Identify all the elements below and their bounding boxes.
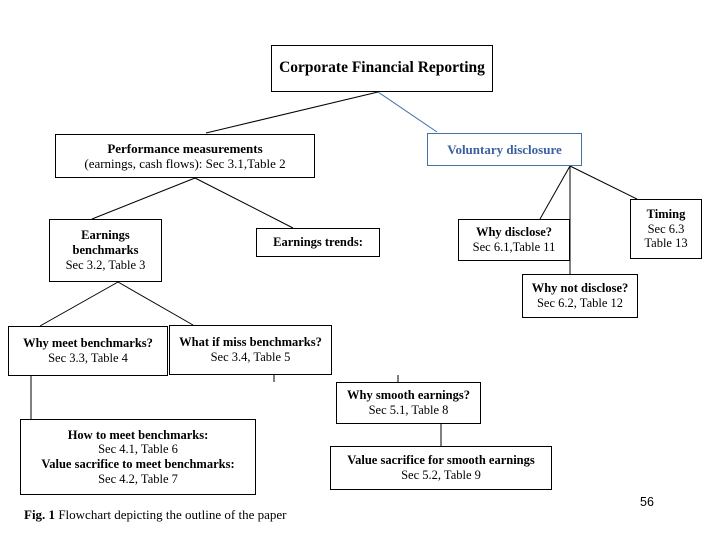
node-what-if-miss-line1: What if miss benchmarks? <box>179 335 322 350</box>
node-performance-measurements[interactable]: Performance measurements (earnings, cash… <box>55 134 315 178</box>
node-performance-line2: (earnings, cash flows): Sec 3.1,Table 2 <box>84 156 286 171</box>
node-what-if-miss-benchmarks[interactable]: What if miss benchmarks? Sec 3.4, Table … <box>169 325 332 375</box>
node-timing-line1: Timing <box>646 206 686 221</box>
node-earnings-trends-line1: Earnings trends: <box>273 235 363 250</box>
node-timing[interactable]: Timing Sec 6.3 Table 13 <box>630 199 702 259</box>
edge-performance-earnings-trends <box>194 177 294 229</box>
node-why-meet-line2: Sec 3.3, Table 4 <box>48 351 128 365</box>
node-why-meet-benchmarks[interactable]: Why meet benchmarks? Sec 3.3, Table 4 <box>8 326 168 376</box>
node-earnings-trends[interactable]: Earnings trends: <box>256 228 380 257</box>
node-earnings-benchmarks[interactable]: Earnings benchmarks Sec 3.2, Table 3 <box>49 219 162 282</box>
node-voluntary-disclosure[interactable]: Voluntary disclosure <box>427 133 582 166</box>
node-timing-line2: Sec 6.3 <box>647 221 685 236</box>
node-why-not-disclose[interactable]: Why not disclose? Sec 6.2, Table 12 <box>522 274 638 318</box>
page-number: 56 <box>640 495 654 509</box>
node-why-not-disclose-line2: Sec 6.2, Table 12 <box>536 296 624 310</box>
node-why-meet-line1: Why meet benchmarks? <box>23 336 153 351</box>
node-performance-line1: Performance measurements <box>107 140 263 156</box>
edge-title-voluntary <box>377 91 438 133</box>
edge-earnings-benchmarks-what-if-miss <box>117 281 194 326</box>
node-why-disclose[interactable]: Why disclose? Sec 6.1,Table 11 <box>458 219 570 261</box>
node-how-to-meet-line1: How to meet benchmarks: <box>67 427 209 442</box>
node-how-to-meet-line3: Value sacrifice to meet benchmarks: <box>41 457 235 471</box>
node-how-to-meet-benchmarks[interactable]: How to meet benchmarks: Sec 4.1, Table 6… <box>20 419 256 495</box>
node-corporate-financial-reporting[interactable]: Corporate Financial Reporting <box>271 45 493 92</box>
node-voluntary-line1: Voluntary disclosure <box>447 141 562 157</box>
node-what-if-miss-line2: Sec 3.4, Table 5 <box>210 350 291 364</box>
node-earnings-benchmarks-line1: Earnings <box>81 228 130 243</box>
edge-performance-earnings-benchmarks <box>91 177 196 220</box>
node-why-disclose-line1: Why disclose? <box>475 225 553 240</box>
edge-voluntary-timing <box>569 165 638 200</box>
node-earnings-benchmarks-line3: Sec 3.2, Table 3 <box>65 257 146 272</box>
figure-caption-text: Flowchart depicting the outline of the p… <box>58 507 287 522</box>
node-value-sacrifice-line1: Value sacrifice for smooth earnings <box>347 453 535 468</box>
figure-caption-label: Fig. 1 <box>24 507 56 522</box>
node-why-smooth-line2: Sec 5.1, Table 8 <box>368 403 449 417</box>
node-why-smooth-line1: Why smooth earnings? <box>347 388 470 403</box>
node-why-disclose-line2: Sec 6.1,Table 11 <box>472 240 556 254</box>
node-why-smooth-earnings[interactable]: Why smooth earnings? Sec 5.1, Table 8 <box>336 382 481 424</box>
node-how-to-meet-line2: Sec 4.1, Table 6 <box>98 442 178 457</box>
edge-title-performance <box>205 91 379 134</box>
node-timing-line3: Table 13 <box>644 236 688 251</box>
node-title-line: Corporate Financial Reporting <box>279 59 485 77</box>
node-earnings-benchmarks-line2: benchmarks <box>72 243 139 258</box>
figure-caption: Fig. 1 Flowchart depicting the outline o… <box>24 507 286 523</box>
node-why-not-disclose-line1: Why not disclose? <box>531 281 629 296</box>
edge-voluntary-why-disclose <box>539 165 571 220</box>
node-value-sacrifice-line2: Sec 5.2, Table 9 <box>401 468 481 482</box>
node-value-sacrifice-smooth-earnings[interactable]: Value sacrifice for smooth earnings Sec … <box>330 446 552 490</box>
node-how-to-meet-line4: Sec 4.2, Table 7 <box>98 471 178 486</box>
edge-earnings-benchmarks-why-meet <box>39 281 119 327</box>
